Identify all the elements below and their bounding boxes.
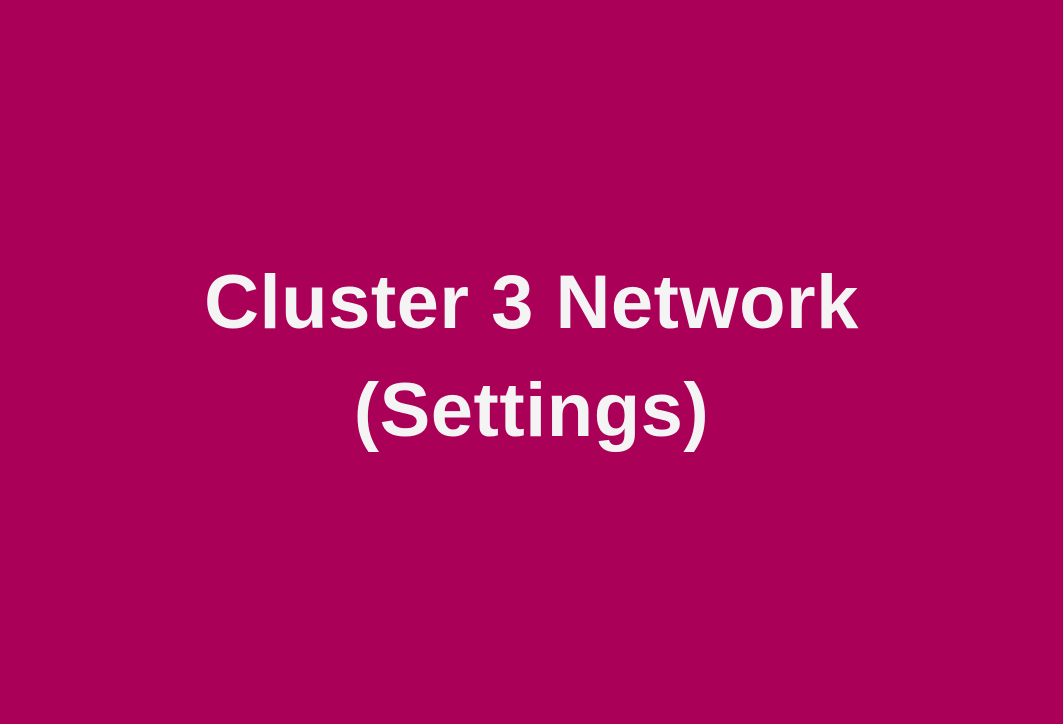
slide-title: Cluster 3 Network (Settings): [204, 249, 859, 465]
slide-title-line-2: (Settings): [353, 368, 710, 453]
slide-title-line-1: Cluster 3 Network: [204, 260, 859, 345]
